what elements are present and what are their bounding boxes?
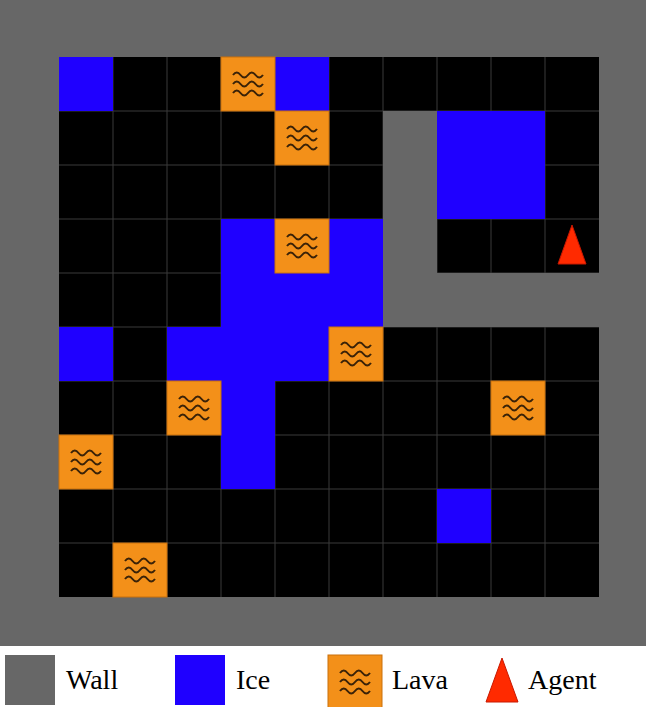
legend-label: Ice xyxy=(236,662,270,698)
legend-label: Lava xyxy=(392,662,448,698)
grid-lines xyxy=(59,57,599,597)
agent-triangle xyxy=(558,225,586,264)
inner-walls xyxy=(383,111,599,327)
legend-label: Agent xyxy=(528,662,596,698)
agent-legend-sample xyxy=(486,658,518,702)
outer-wall xyxy=(0,0,646,646)
legend-swatch xyxy=(5,655,55,705)
legend-swatch xyxy=(175,655,225,705)
lava-tiles xyxy=(59,57,545,597)
legend-label: Wall xyxy=(66,662,118,698)
floor xyxy=(59,57,599,597)
lava-legend-sample xyxy=(328,655,382,707)
